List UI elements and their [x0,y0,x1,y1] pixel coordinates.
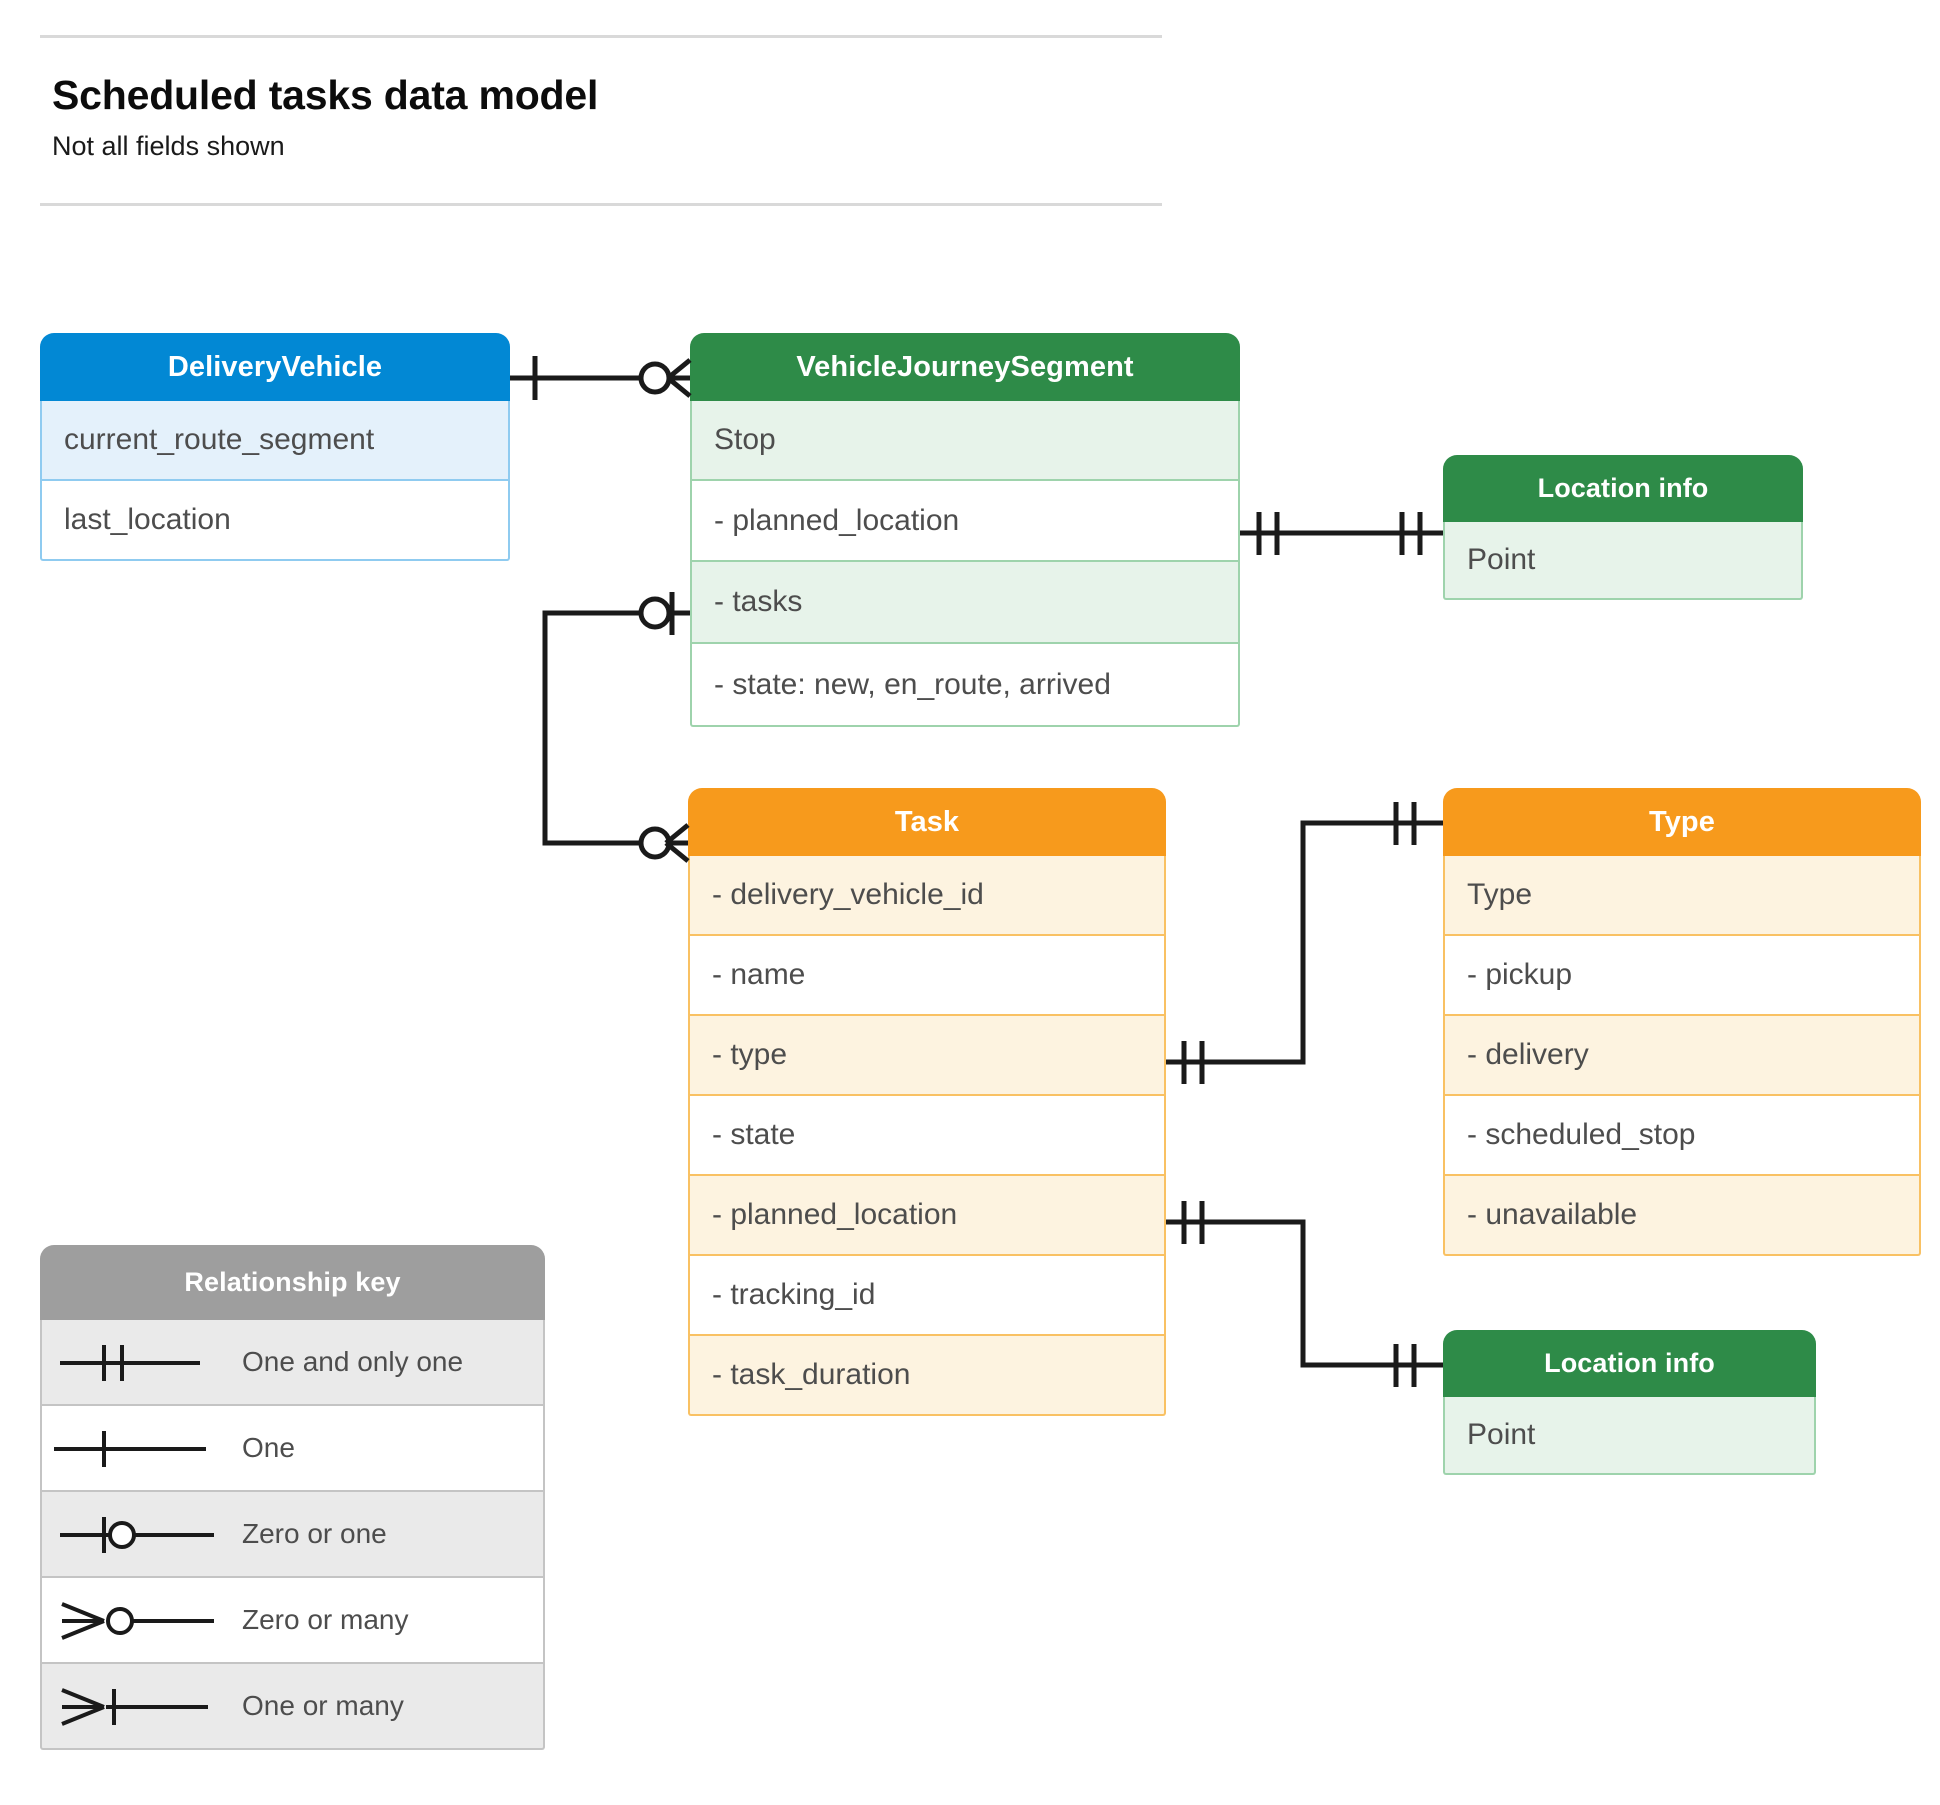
legend-row-zero-or-one[interactable]: Zero or one [40,1492,545,1578]
entity-delivery-vehicle[interactable]: DeliveryVehicle current_route_segment la… [40,333,510,561]
field-current-route-segment[interactable]: current_route_segment [40,401,510,481]
field-type-delivery[interactable]: - delivery [1443,1016,1921,1096]
connector-task-type [1166,802,1443,1084]
field-vjs-planned-location[interactable]: - planned_location [690,481,1240,562]
legend-row-one-and-only-one[interactable]: One and only one [40,1320,545,1406]
header-divider-bottom [40,203,1162,206]
entity-title-vehicle-journey-segment: VehicleJourneySegment [690,333,1240,401]
entity-location-info-top[interactable]: Location info Point [1443,455,1803,600]
one-icon [42,1406,232,1490]
one-or-many-icon [42,1664,232,1748]
zero-or-many-icon [42,1578,232,1662]
field-last-location[interactable]: last_location [40,481,510,561]
legend-row-one[interactable]: One [40,1406,545,1492]
entity-location-info-bottom[interactable]: Location info Point [1443,1330,1816,1475]
relationship-key-legend[interactable]: Relationship key One and only one [40,1245,545,1750]
field-name[interactable]: - name [688,936,1166,1016]
field-type-pickup[interactable]: - pickup [1443,936,1921,1016]
legend-row-zero-or-many[interactable]: Zero or many [40,1578,545,1664]
legend-label-zero-or-one: Zero or one [242,1518,387,1549]
field-type-unavailable[interactable]: - unavailable [1443,1176,1921,1256]
legend-label-zero-or-many: Zero or many [242,1604,409,1635]
legend-title: Relationship key [40,1245,545,1320]
page-subtitle: Not all fields shown [52,131,285,161]
entity-vehicle-journey-segment[interactable]: VehicleJourneySegment Stop - planned_loc… [690,333,1240,727]
entity-title-task: Task [688,788,1166,856]
connector-task-planned-location-location-info [1166,1201,1443,1387]
one-and-only-one-icon [42,1320,232,1404]
connector-tasks-task [542,592,690,863]
entity-type[interactable]: Type Type - pickup - delivery - schedule… [1443,788,1921,1256]
legend-label-one: One [242,1432,295,1463]
field-task-duration[interactable]: - task_duration [688,1336,1166,1416]
field-tracking-id[interactable]: - tracking_id [688,1256,1166,1336]
legend-label-one-and-only-one: One and only one [242,1346,464,1377]
field-type-scheduled-stop[interactable]: - scheduled_stop [1443,1096,1921,1176]
connector-vjs-planned-location-location-info [1240,512,1443,555]
field-task-planned-location[interactable]: - planned_location [688,1176,1166,1256]
field-tasks[interactable]: - tasks [690,562,1240,644]
field-task-state[interactable]: - state [688,1096,1166,1176]
entity-title-delivery-vehicle: DeliveryVehicle [40,333,510,401]
field-type-label[interactable]: Type [1443,856,1921,936]
field-type[interactable]: - type [688,1016,1166,1096]
zero-or-one-icon [42,1492,232,1576]
field-point-top[interactable]: Point [1443,522,1803,600]
field-state[interactable]: - state: new, en_route, arrived [690,644,1240,727]
field-point-bottom[interactable]: Point [1443,1397,1816,1475]
entity-title-type: Type [1443,788,1921,856]
page-title: Scheduled tasks data model [52,72,599,118]
header-divider-top [40,35,1162,38]
connector-deliveryvehicle-vehiclejourneysegment [510,356,692,400]
field-stop[interactable]: Stop [690,401,1240,481]
field-delivery-vehicle-id[interactable]: - delivery_vehicle_id [688,856,1166,936]
entity-task[interactable]: Task - delivery_vehicle_id - name - type… [688,788,1166,1416]
legend-row-one-or-many[interactable]: One or many [40,1664,545,1750]
entity-title-location-info-bottom: Location info [1443,1330,1816,1397]
legend-label-one-or-many: One or many [242,1690,404,1721]
entity-title-location-info-top: Location info [1443,455,1803,522]
